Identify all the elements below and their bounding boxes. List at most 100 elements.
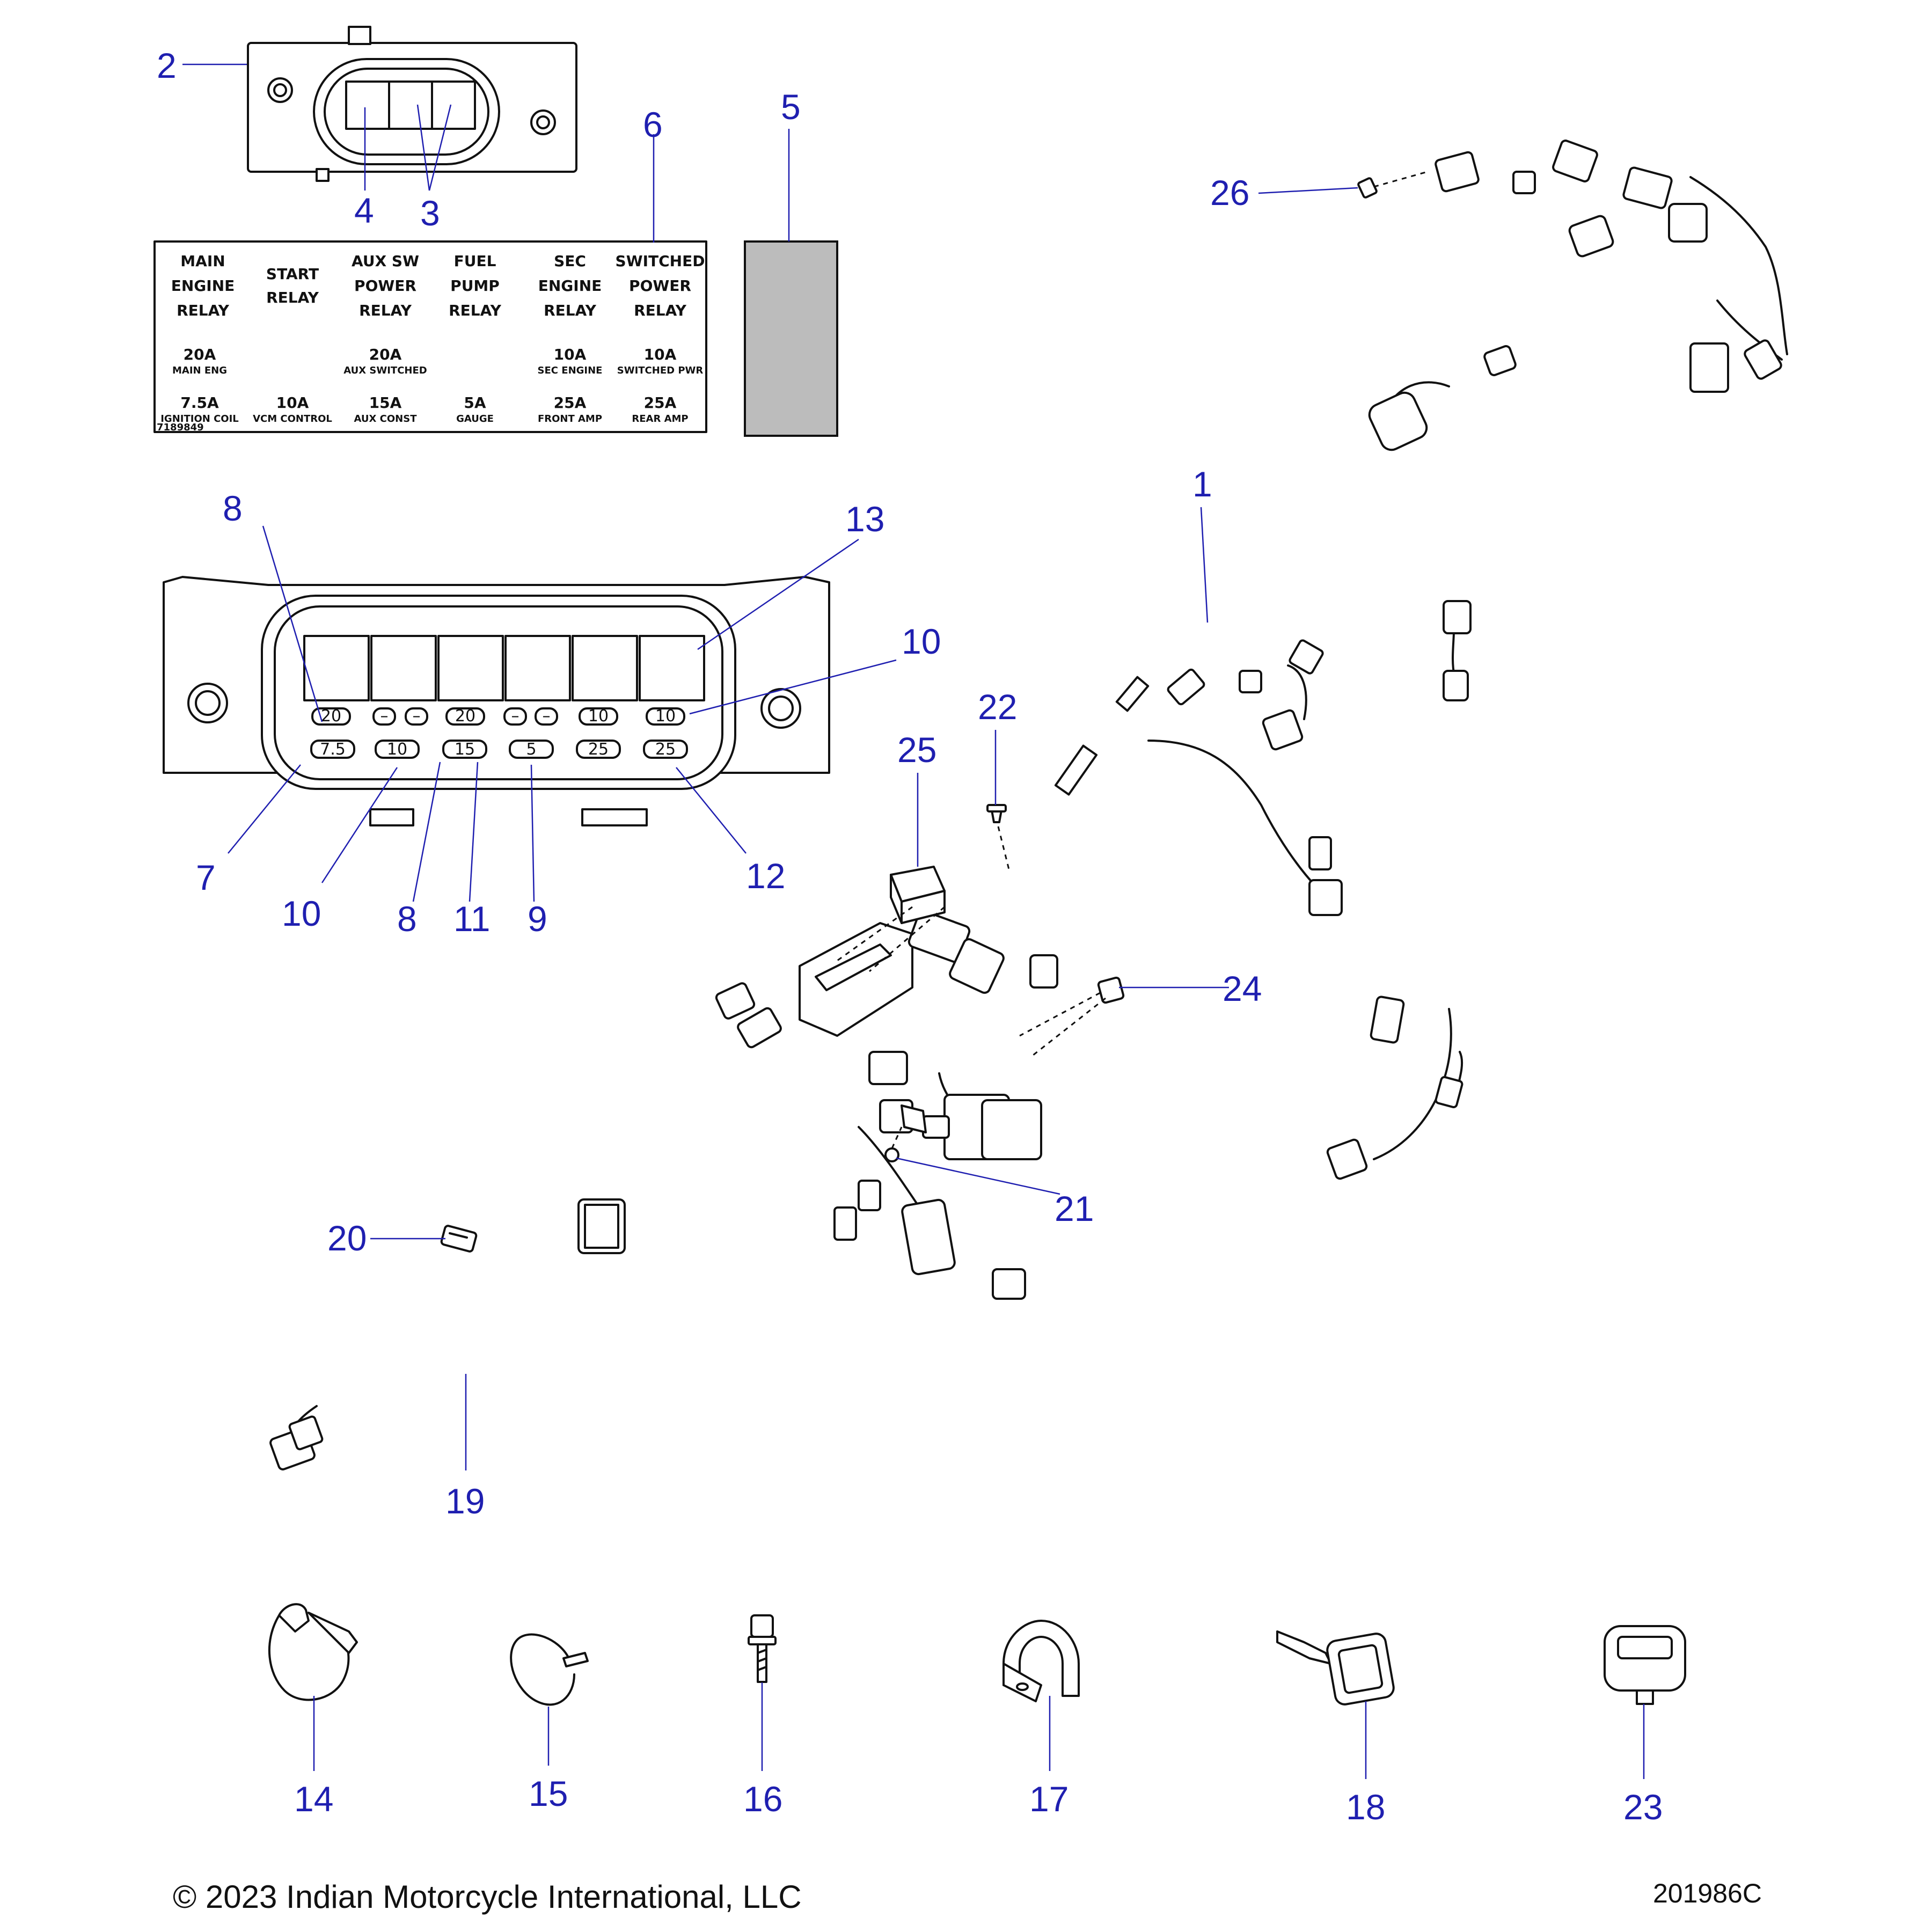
relay-slot: [370, 635, 437, 701]
callout-5: 5: [781, 87, 801, 127]
fuse-bottom-amp: 10A: [276, 394, 309, 412]
callout-4: 4: [354, 191, 374, 230]
fuse-top-name: MAIN ENG: [172, 365, 227, 376]
callout-6: 6: [643, 105, 663, 144]
fuse-bottom-name: GAUGE: [456, 413, 494, 425]
relay-label-line: RELAY: [449, 302, 502, 319]
fuse-top-name: AUX SWITCHED: [343, 365, 427, 376]
fuse-top-value: –: [543, 707, 551, 726]
callout-22: 22: [978, 687, 1017, 727]
callout-8b: 8: [397, 899, 417, 939]
fuse-top: [646, 707, 685, 726]
part-15-cable-tie: [510, 1633, 589, 1706]
relay-label-line: AUX SW: [352, 252, 419, 270]
fuse-top: [405, 707, 428, 726]
part-2-cover-plate: [247, 26, 577, 182]
fuse-top: [535, 707, 558, 726]
fuse-bottom-amp: 25A: [644, 394, 677, 412]
fuse-bottom: [375, 740, 420, 759]
fuse-bottom-value: 7.5: [320, 740, 346, 759]
copyright-text: © 2023 Indian Motorcycle International, …: [173, 1879, 802, 1915]
fuse-top-amp: 10A: [644, 346, 677, 363]
callout-17: 17: [1029, 1779, 1069, 1819]
callout-11: 11: [453, 899, 491, 939]
fuse-top-value: –: [413, 707, 421, 726]
fuse-bottom: [442, 740, 487, 759]
callout-12: 12: [746, 856, 785, 896]
part-20-terminal: [440, 1225, 478, 1253]
part-23-connector: [1604, 1625, 1686, 1705]
fuse-top: [372, 707, 396, 726]
fuse-top-value: –: [511, 707, 519, 726]
fuse-bottom-amp: 15A: [369, 394, 402, 412]
callout-21: 21: [1055, 1189, 1094, 1228]
fuse-bottom-amp: 5A: [464, 394, 486, 412]
relay-label-line: PUMP: [450, 277, 500, 295]
relay-slot: [303, 635, 370, 701]
label-part-number: 7189849: [157, 422, 204, 433]
callout-7: 7: [196, 858, 216, 897]
fuse-top: [503, 707, 527, 726]
fuse-bottom-name: AUX CONST: [354, 413, 418, 425]
relay-label-line: RELAY: [634, 302, 687, 319]
part-25-connector-cover: [890, 866, 946, 924]
callout-9: 9: [528, 899, 547, 939]
fuse-top-amp: 20A: [369, 346, 402, 363]
callout-3: 3: [420, 193, 440, 233]
fuse-top-value: 10: [655, 707, 676, 726]
callout-18: 18: [1346, 1787, 1385, 1827]
fuse-bottom-name: REAR AMP: [632, 413, 688, 425]
relay-slot: [504, 635, 571, 701]
relay-label-line: POWER: [354, 277, 416, 295]
relay-label-line: START: [266, 265, 319, 283]
part-22-screw: [986, 804, 1007, 823]
relay-slot: [572, 635, 638, 701]
fuse-bottom-name: FRONT AMP: [538, 413, 602, 425]
drawing-number: 201986C: [1653, 1878, 1762, 1908]
fuse-top-value: 20: [321, 707, 341, 726]
relay-slot: [437, 635, 504, 701]
callout-26: 26: [1210, 173, 1249, 213]
relay-label-line: RELAY: [359, 302, 412, 319]
part-16-bolt: [748, 1614, 777, 1683]
part-24-connector: [1097, 976, 1125, 1004]
callout-23: 23: [1623, 1787, 1663, 1827]
callout-19: 19: [445, 1481, 485, 1521]
part-5-pad: [744, 240, 838, 437]
part-21-grommet: [884, 1147, 899, 1162]
callout-16: 16: [743, 1779, 782, 1819]
fuse-bottom-value: 15: [455, 740, 475, 759]
callout-25: 25: [897, 730, 936, 770]
callout-1: 1: [1192, 464, 1212, 504]
part-6-fuse-label: MAIN ENGINE RELAY START RELAY AUX SW POWER RELA…: [153, 240, 707, 433]
relay-label-line: FUEL: [454, 252, 496, 270]
callout-10b: 10: [282, 894, 321, 933]
fuse-top-value: 20: [455, 707, 475, 726]
fuse-bottom-value: 10: [387, 740, 407, 759]
relay-label-line: ENGINE: [171, 277, 235, 295]
fuse-bottom: [576, 740, 621, 759]
callout-8a: 8: [223, 488, 243, 528]
part-14-clip: [268, 1603, 358, 1701]
part-19-sub-harness: [269, 1198, 626, 1470]
callout-24: 24: [1223, 969, 1262, 1008]
callout-13: 13: [845, 499, 884, 539]
fuse-top-name: SEC ENGINE: [538, 365, 603, 376]
fuse-top-value: –: [380, 707, 389, 726]
leader-lines: [182, 63, 1645, 1779]
relay-label-line: ENGINE: [538, 277, 602, 295]
fuse-bottom-value: 25: [588, 740, 609, 759]
callout-2: 2: [157, 46, 177, 85]
callout-10a: 10: [902, 621, 941, 661]
relay-label-line: RELAY: [266, 289, 319, 306]
part-1-main-harness: [715, 140, 1788, 1321]
relay-label-line: RELAY: [177, 302, 230, 319]
fuse-bottom-value: 25: [655, 740, 676, 759]
fuse-bottom-name: IGNITION COIL: [160, 413, 239, 425]
relay-label-line: SWITCHED: [616, 252, 705, 270]
fuse-bottom-name: VCM CONTROL: [253, 413, 332, 425]
relay-label-line: MAIN: [180, 252, 225, 270]
fuse-top-name: SWITCHED PWR: [617, 365, 704, 376]
